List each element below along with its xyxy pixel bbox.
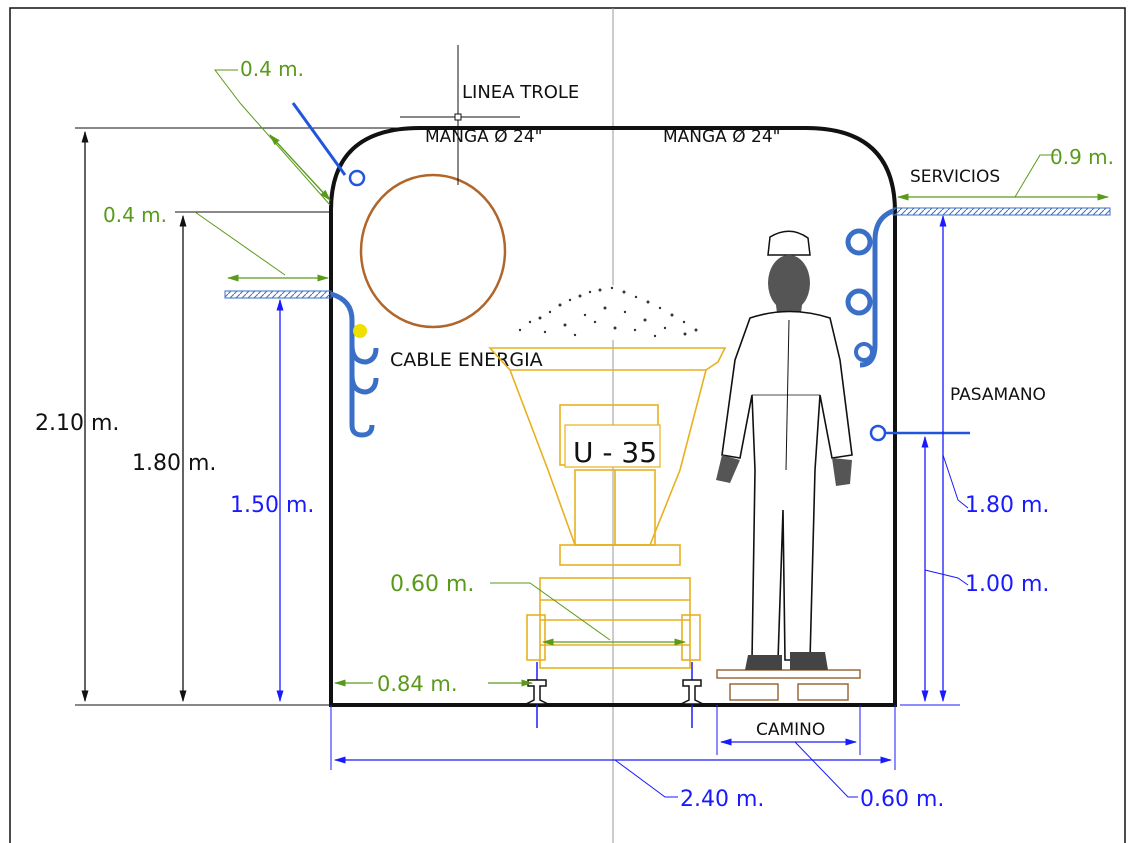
dim-09-label: 0.9 m. <box>1050 145 1114 169</box>
cable-hook-2-icon <box>349 374 379 395</box>
rail-right-icon <box>680 679 704 705</box>
mine-car-u35 <box>488 347 727 669</box>
linea-trole-label: LINEA TROLE <box>462 82 579 103</box>
right-shelf <box>892 207 1111 216</box>
trole-marker <box>454 113 462 121</box>
rails <box>536 662 693 728</box>
ore-pile <box>505 285 710 340</box>
pipe-bracket-top <box>291 102 347 176</box>
leader-060-camino <box>794 741 858 798</box>
service-pipe-2-icon <box>845 288 873 316</box>
dim-left-04-label: 0.4 m. <box>103 203 167 227</box>
drawing-frame <box>9 7 1126 843</box>
dim-210-label: 2.10 m. <box>35 411 119 436</box>
manga-left-label: MANGA Ø 24" <box>425 127 542 147</box>
pasamano-label: PASAMANO <box>950 385 1046 405</box>
unit-plate <box>564 424 661 468</box>
cable-hanger-left <box>330 291 375 438</box>
dim-084-label: 0.84 m. <box>377 672 458 696</box>
left-shelf <box>224 290 332 299</box>
cable-hook-1-icon <box>349 344 379 365</box>
cable-energia-label: CABLE ENERGIA <box>390 349 543 371</box>
leader-180-right <box>942 454 969 509</box>
dim-060-track-label: 0.60 m. <box>390 572 474 597</box>
dim-150-label: 1.50 m. <box>230 493 314 518</box>
dim-top-04-line <box>269 134 331 201</box>
leader-top-04 <box>239 102 331 206</box>
dim-240-label: 2.40 m. <box>680 787 764 812</box>
camino-label: CAMINO <box>756 720 825 740</box>
dim-060-camino-label: 0.60 m. <box>860 787 944 812</box>
leader-09 <box>1014 154 1058 198</box>
walkway-block-1 <box>729 683 779 701</box>
handrail-icon <box>869 424 887 442</box>
dim-180-left-label: 1.80 m. <box>132 451 216 476</box>
cable-hanger-right <box>859 208 895 368</box>
service-pipe-3-icon <box>854 342 874 362</box>
leader-100 <box>924 569 969 586</box>
walkway-block-2 <box>797 683 849 701</box>
servicios-label: SERVICIOS <box>910 167 1000 187</box>
energy-cable-icon <box>353 324 367 338</box>
walkway-deck <box>716 669 861 679</box>
dim-100-label: 1.00 m. <box>965 572 1049 597</box>
leader-240 <box>614 759 678 798</box>
tunnel-profile <box>328 126 897 707</box>
unit-label: U - 35 <box>573 436 657 469</box>
leader-060-track <box>490 582 611 641</box>
leader-left-04 <box>194 211 286 276</box>
dim-180-right-label: 1.80 m. <box>965 493 1049 518</box>
manga-right-label: MANGA Ø 24" <box>663 127 780 147</box>
leader-top-04-tail <box>213 69 241 104</box>
trolley-hook-icon <box>348 169 366 187</box>
service-pipe-1-icon <box>845 228 873 256</box>
dim-top-04-label: 0.4 m. <box>240 57 304 81</box>
worker-figure <box>716 230 853 670</box>
ventilation-duct-circle <box>359 173 507 329</box>
